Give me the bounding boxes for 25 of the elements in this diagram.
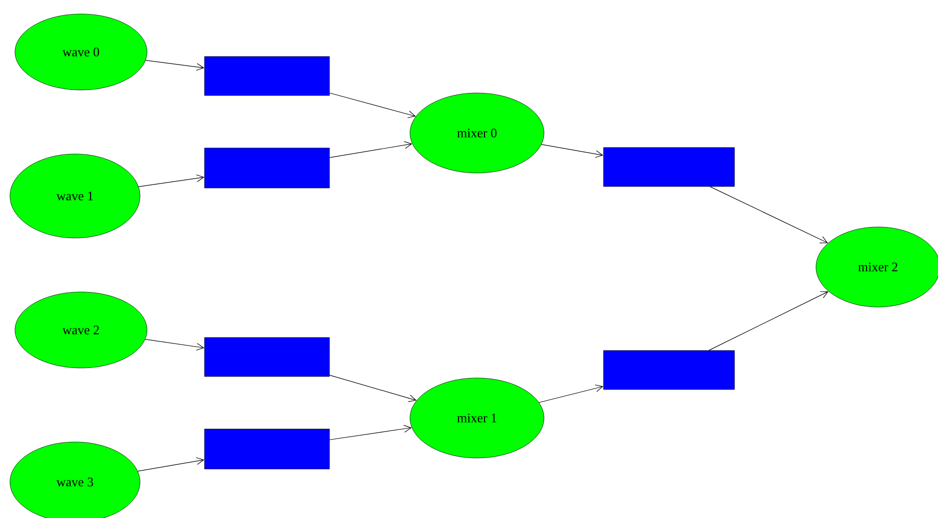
ellipse-node: wave 0: [14, 14, 148, 90]
arrow: [329, 424, 412, 440]
arrow: [138, 457, 204, 472]
arrow: [138, 174, 204, 188]
ellipse-node: mixer 0: [410, 92, 544, 174]
arrow: [708, 291, 829, 351]
arrow: [329, 374, 417, 402]
arrow: [541, 144, 604, 158]
ellipse-node: mixer 1: [410, 378, 544, 458]
process-box: [603, 147, 735, 187]
ellipse-node: wave 3: [10, 442, 140, 518]
process-box: [204, 148, 330, 188]
ellipse-node: wave 1: [10, 154, 140, 238]
arrow: [329, 141, 412, 158]
arrow: [144, 339, 204, 351]
arrow: [329, 92, 416, 118]
process-box: [204, 428, 330, 470]
process-box: [603, 350, 735, 390]
ellipse-node: wave 2: [14, 292, 148, 368]
process-box: [204, 56, 330, 96]
process-box: [204, 337, 330, 377]
arrow: [145, 60, 204, 71]
arrow: [538, 384, 604, 403]
arrow: [710, 186, 828, 244]
ellipse-node: mixer 2: [816, 226, 938, 308]
